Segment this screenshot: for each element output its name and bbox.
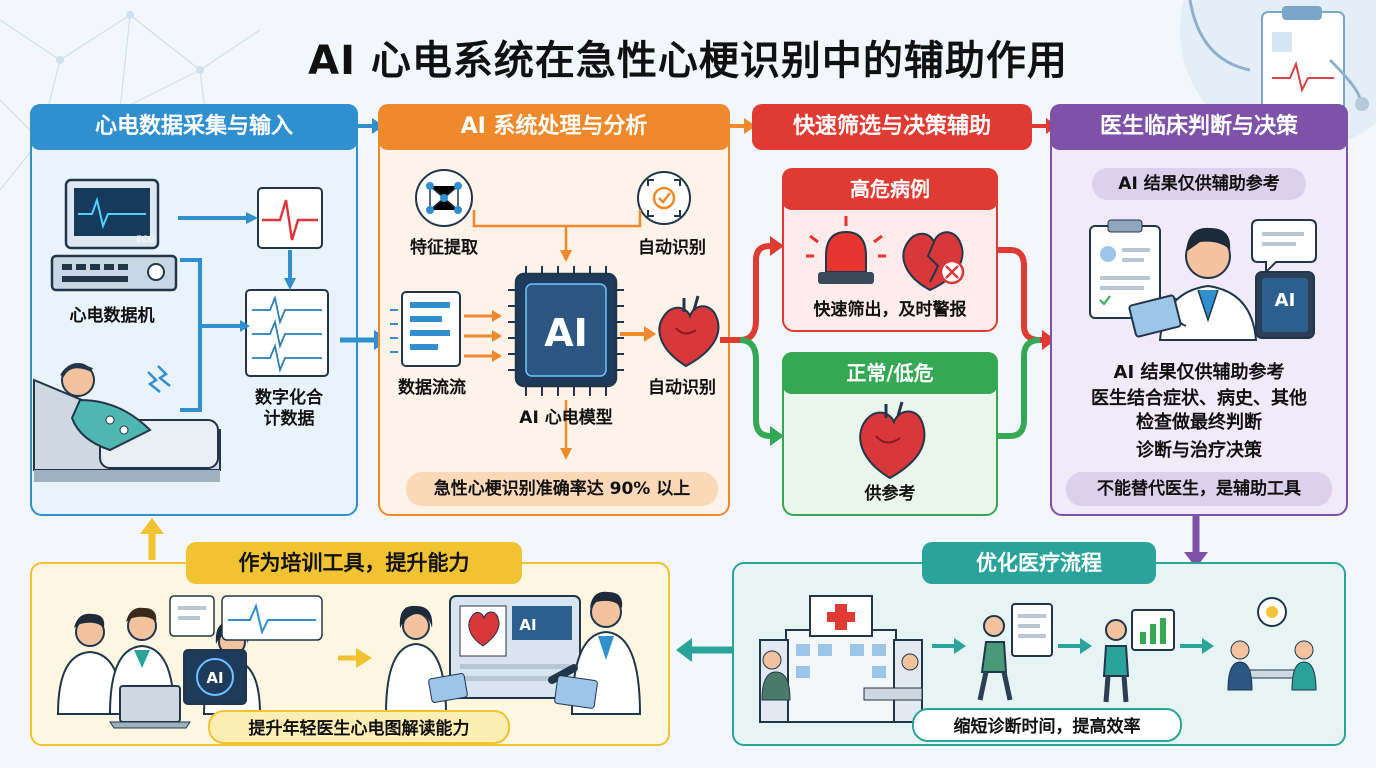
- laptop-text: AI: [206, 669, 223, 687]
- high-risk-title: 高危病例: [782, 168, 998, 210]
- normal-desc: 供参考: [864, 484, 916, 504]
- clipboard-icon: [1089, 219, 1161, 319]
- tablet-icon: [1255, 271, 1315, 339]
- data-stream-icon: [390, 291, 461, 367]
- doctor-bottom-pill: 不能替代医生，是辅助工具: [1066, 472, 1332, 506]
- page-title: AI 心电系统在急性心梗识别中的辅助作用: [308, 38, 1068, 84]
- alarm-icon: [806, 216, 886, 284]
- stream-label: 数据流流: [398, 378, 466, 398]
- ecg-machine-icon: [50, 178, 178, 292]
- ai-chip-icon: [508, 266, 624, 396]
- teaching-screen-icon: [449, 595, 581, 699]
- heart-icon: [658, 295, 720, 368]
- auto-label-heart: 自动识别: [648, 378, 716, 398]
- clipboard-deco-icon: [1261, 6, 1345, 113]
- consult-icon: [1102, 609, 1175, 703]
- ecg-grid-icon: [245, 289, 329, 377]
- doctor-top-pill: AI 结果仅供辅助参考: [1092, 168, 1306, 200]
- ai-title: AI 系统处理与分析: [378, 104, 730, 150]
- patient-icon: [33, 363, 221, 482]
- training-pill: 提升年轻医生心电图解读能力: [208, 710, 510, 744]
- feature-label: 特征提取: [410, 238, 478, 258]
- screen-text: AI: [519, 616, 536, 634]
- model-label: AI 心电模型: [519, 408, 613, 428]
- network-icon: [415, 169, 473, 227]
- auto-label-top: 自动识别: [638, 238, 706, 258]
- doctor-line3: 检查做最终判断: [1136, 412, 1262, 433]
- target-check-icon: [637, 171, 691, 225]
- chip-text: AI: [544, 311, 588, 355]
- normal-heart-icon: [859, 401, 926, 480]
- hospital-icon: [759, 595, 923, 723]
- laptop-icon: [109, 685, 191, 729]
- broken-heart-icon: [902, 231, 965, 292]
- workflow-pill: 缩短诊断时间，提高效率: [912, 708, 1182, 742]
- doctor-line2: 医生结合症状、病史、其他: [1091, 388, 1307, 409]
- digitize-label: 数字化合计数据: [255, 388, 323, 430]
- normal-title: 正常/低危: [782, 352, 998, 394]
- acquisition-title: 心电数据采集与输入: [30, 104, 358, 150]
- training-title: 作为培训工具，提升能力: [186, 542, 522, 584]
- mentor-doctor-icon: [548, 591, 642, 715]
- doctor-line1: AI 结果仅供辅助参考: [1113, 362, 1285, 383]
- high-risk-desc: 快速筛出，及时警报: [813, 300, 967, 320]
- doctor-icon: [1128, 227, 1258, 341]
- tablet-text: AI: [1275, 290, 1296, 311]
- ai-monitor-icon: [183, 649, 247, 705]
- accuracy-pill: 急性心梗识别准确率达 90% 以上: [406, 472, 718, 506]
- screening-title: 快速筛选与决策辅助: [752, 104, 1032, 150]
- walking-patient-icon: [977, 603, 1053, 701]
- workflow-title: 优化医疗流程: [922, 542, 1156, 584]
- trainee-doctor-icon: [384, 605, 468, 715]
- doctor-title: 医生临床判断与决策: [1050, 104, 1348, 150]
- doctor-line4: 诊断与治疗决策: [1136, 440, 1262, 461]
- speech-bubble-icon: [1251, 219, 1317, 275]
- meeting-icon: [1227, 597, 1317, 691]
- machine-label: 心电数据机: [69, 306, 155, 326]
- screen-code: ECG: [136, 235, 155, 245]
- ecg-bubble-icon: [169, 595, 323, 641]
